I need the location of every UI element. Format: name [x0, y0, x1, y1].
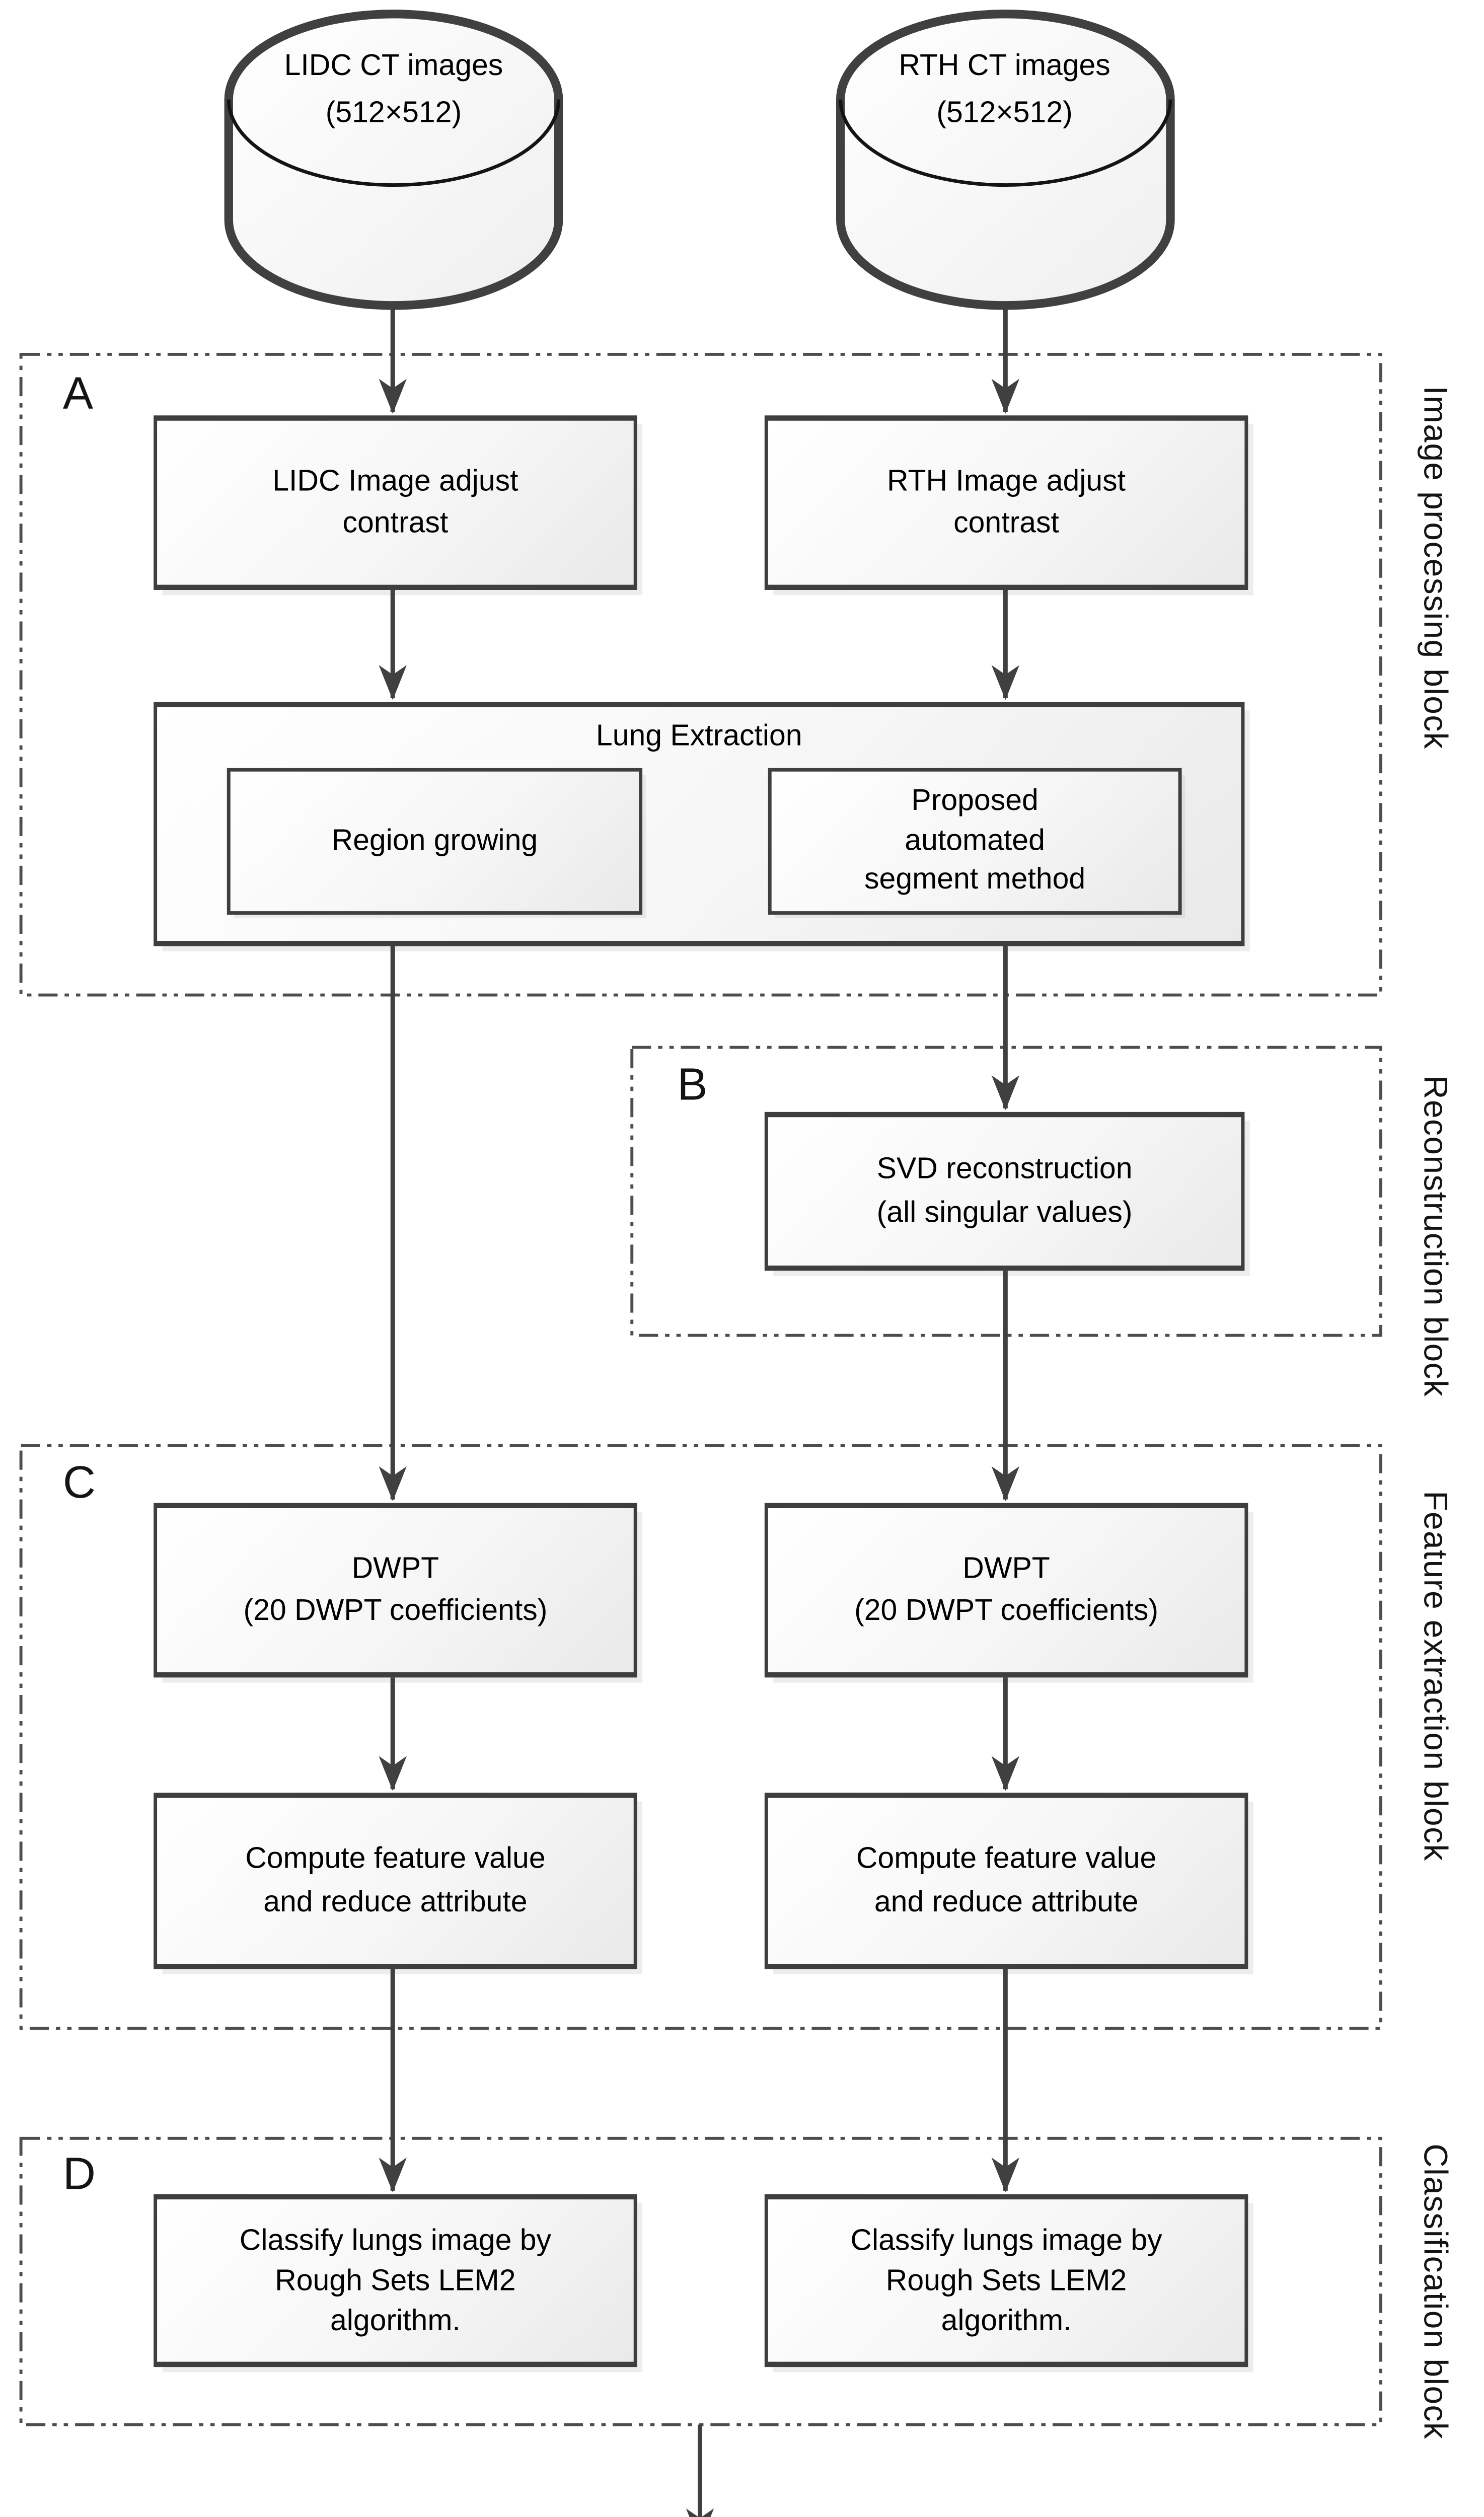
lung-extraction-title: Lung Extraction	[596, 719, 802, 753]
box-compute-feature-rth: Compute feature value and reduce attribu…	[764, 1793, 1248, 1969]
box-region-growing: Region growing	[227, 768, 643, 915]
box-classify-rth: Classify lungs image by Rough Sets LEM2 …	[764, 2194, 1248, 2367]
block-b-letter: B	[677, 1058, 708, 1111]
cylinder-lidc-label: LIDC CT images (512×512)	[284, 49, 503, 130]
box-lung-extraction: Lung Extraction Region growing Proposed …	[154, 701, 1245, 946]
block-c-letter: C	[62, 1455, 96, 1509]
box-proposed-segment-method: Proposed automated segment method	[768, 768, 1182, 915]
box-svd-reconstruction: SVD reconstruction (all singular values)	[764, 1112, 1245, 1271]
side-label-classification-block: Classification block	[1416, 2143, 1453, 2439]
side-label-image-processing-block: Image processing block	[1416, 385, 1453, 750]
box-classify-lidc: Classify lungs image by Rough Sets LEM2 …	[154, 2194, 637, 2367]
box-dwpt-rth: DWPT (20 DWPT coefficients)	[764, 1503, 1248, 1678]
side-label-reconstruction-block: Reconstruction block	[1416, 1075, 1453, 1397]
box-compute-feature-lidc: Compute feature value and reduce attribu…	[154, 1793, 637, 1969]
cylinder-rth-label: RTH CT images (512×512)	[899, 49, 1110, 130]
box-rth-adjust-contrast: RTH Image adjust contrast	[764, 415, 1248, 590]
side-label-feature-extraction-block: Feature extraction block	[1416, 1490, 1453, 1862]
block-a-letter: A	[62, 366, 93, 419]
block-d-letter: D	[62, 2147, 96, 2200]
box-dwpt-lidc: DWPT (20 DWPT coefficients)	[154, 1503, 637, 1678]
box-lidc-adjust-contrast: LIDC Image adjust contrast	[154, 415, 637, 590]
